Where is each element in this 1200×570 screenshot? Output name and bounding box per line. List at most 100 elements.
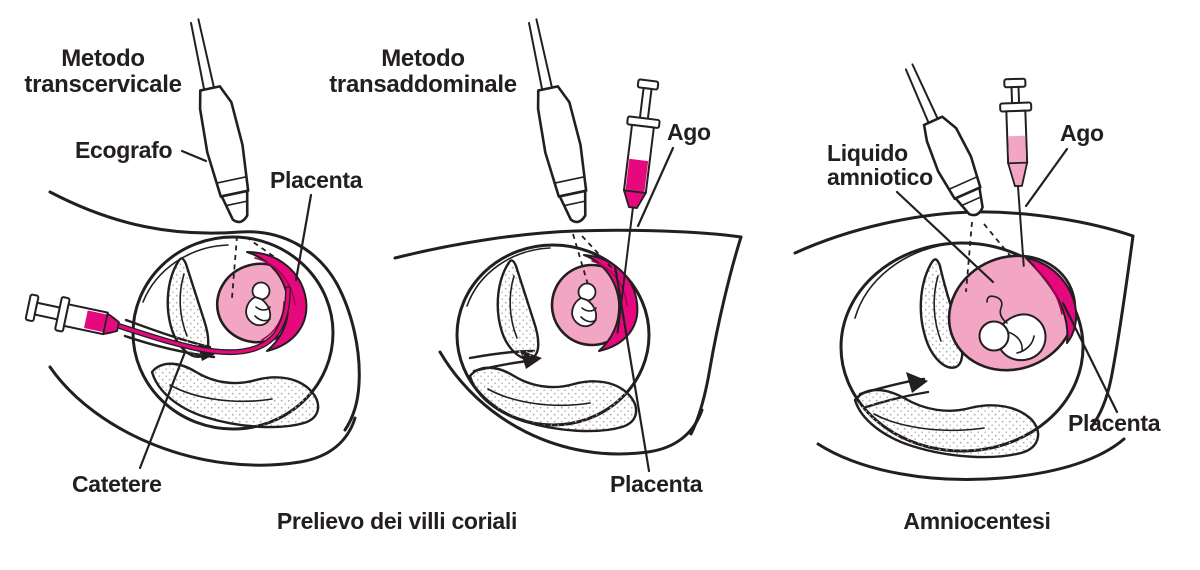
syringe-transabdominal <box>616 78 661 334</box>
catheter-tube <box>114 287 290 354</box>
transducer-body <box>198 85 250 198</box>
vaginal-wall <box>496 259 540 360</box>
syringe-taper <box>1006 161 1029 187</box>
method-title-line2: transcervicale <box>24 71 181 98</box>
leader-ago <box>636 146 675 228</box>
scan-line <box>983 223 1013 259</box>
bowel-loop <box>468 366 638 433</box>
bowel <box>150 362 320 429</box>
bowel-fold <box>487 388 591 407</box>
transducer-tip-seam <box>960 196 983 207</box>
fetus-limb <box>254 315 271 322</box>
transducer-cable <box>904 63 939 124</box>
fetus <box>978 295 1047 362</box>
umbilical-cord <box>986 295 1008 324</box>
method-title-line1: Metodo <box>381 45 465 72</box>
caption-prelievo-villi-coriali: Prelievo dei villi coriali <box>277 508 517 534</box>
scan-line <box>231 235 238 299</box>
placenta-texture <box>254 257 296 306</box>
vaginal-wall-fold <box>179 273 188 337</box>
transducer-tip <box>558 189 587 224</box>
transducer-tip <box>220 189 249 224</box>
transducer-seam <box>216 176 248 184</box>
leader-catetere <box>138 350 187 470</box>
leader-ago <box>1024 147 1069 208</box>
transducer-cable <box>528 18 553 91</box>
body-outline <box>48 190 361 467</box>
vaginal-wall <box>166 257 210 358</box>
ultrasound-transducer <box>904 63 984 217</box>
transducer-cable <box>190 18 215 91</box>
placenta-texture <box>1033 266 1063 315</box>
scan-line <box>245 236 284 264</box>
body-right-edge <box>689 235 743 436</box>
bowel <box>468 366 638 433</box>
fetus-body <box>245 296 272 327</box>
bowel-fold <box>169 384 273 403</box>
needle-line <box>616 206 634 334</box>
label-ecografo: Ecografo <box>75 137 173 163</box>
panel-1-labels: Metodo transcervicale Ecografo Placenta … <box>24 45 363 497</box>
bowel-loop <box>853 388 1040 459</box>
cervical-canal <box>468 259 542 373</box>
fetus-limb <box>580 316 597 323</box>
scan-lines <box>572 233 622 289</box>
panel-2-labels: Metodo transaddominale Ago Placenta <box>329 45 711 497</box>
transducer-seam <box>554 176 586 184</box>
ultrasound-transducer <box>190 18 250 224</box>
catheter <box>113 286 291 356</box>
leader-placenta <box>294 193 313 282</box>
cervix-os-shadow <box>906 372 928 393</box>
belly-line <box>393 228 743 260</box>
syringe-plunger-rod <box>638 86 653 120</box>
gestational-sac <box>947 254 1078 372</box>
panel-amniocentesi: Liquido amniotico Ago Placenta <box>793 63 1161 481</box>
fetus-limb <box>255 306 271 311</box>
leader-placenta <box>1061 301 1119 414</box>
panel-3-labels: Liquido amniotico Ago Placenta <box>827 120 1161 436</box>
leader-placenta <box>613 264 651 473</box>
syringe-plunger-rod <box>1010 85 1021 105</box>
captions: Prelievo dei villi coriali Amniocentesi <box>277 508 1051 534</box>
uterus-inner-wall <box>854 243 951 319</box>
fetus-body <box>571 297 598 328</box>
lower-body-sweep <box>816 437 1126 481</box>
transducer-tip-seam <box>224 200 249 207</box>
vaginal-wall-fold <box>933 275 942 342</box>
syringe-fluid <box>83 310 107 333</box>
vaginal-wall-fold <box>509 275 518 339</box>
syringe-nozzle <box>102 312 120 336</box>
bowel-loop <box>150 362 320 429</box>
transducer-seam <box>948 176 978 190</box>
label-placenta: Placenta <box>270 167 363 193</box>
placenta-shape <box>246 251 308 352</box>
belly-line <box>48 190 339 286</box>
method-title-line2: transaddominale <box>329 71 517 98</box>
uterus-inner-wall <box>142 244 229 303</box>
fetus-arm <box>1007 331 1023 351</box>
syringe-amniocentesis <box>999 77 1033 267</box>
label-ago: Ago <box>1060 120 1104 146</box>
scan-line <box>581 235 622 279</box>
leader-ecografo <box>180 149 208 163</box>
scan-lines <box>231 235 284 299</box>
fetus <box>571 282 598 328</box>
bowel-fold <box>873 413 985 432</box>
fetus-leg <box>1016 335 1035 354</box>
caption-amniocentesi: Amniocentesi <box>903 508 1050 534</box>
label-catetere: Catetere <box>72 471 162 497</box>
syringe-fluid <box>625 158 649 192</box>
label-placenta: Placenta <box>1068 410 1161 436</box>
uterus-inner-wall <box>466 247 551 307</box>
panel-transaddominale: Metodo transaddominale Ago Placenta <box>329 18 743 497</box>
cervical-canal <box>123 257 219 361</box>
ultrasound-transducer <box>528 18 588 224</box>
fetus <box>245 281 272 327</box>
scan-line <box>965 221 973 293</box>
panel-transcervicale: Metodo transcervicale Ecografo Placenta … <box>24 18 363 497</box>
lower-body-sweep <box>48 365 357 467</box>
body-outline <box>393 228 743 456</box>
needle-line <box>1016 184 1025 267</box>
